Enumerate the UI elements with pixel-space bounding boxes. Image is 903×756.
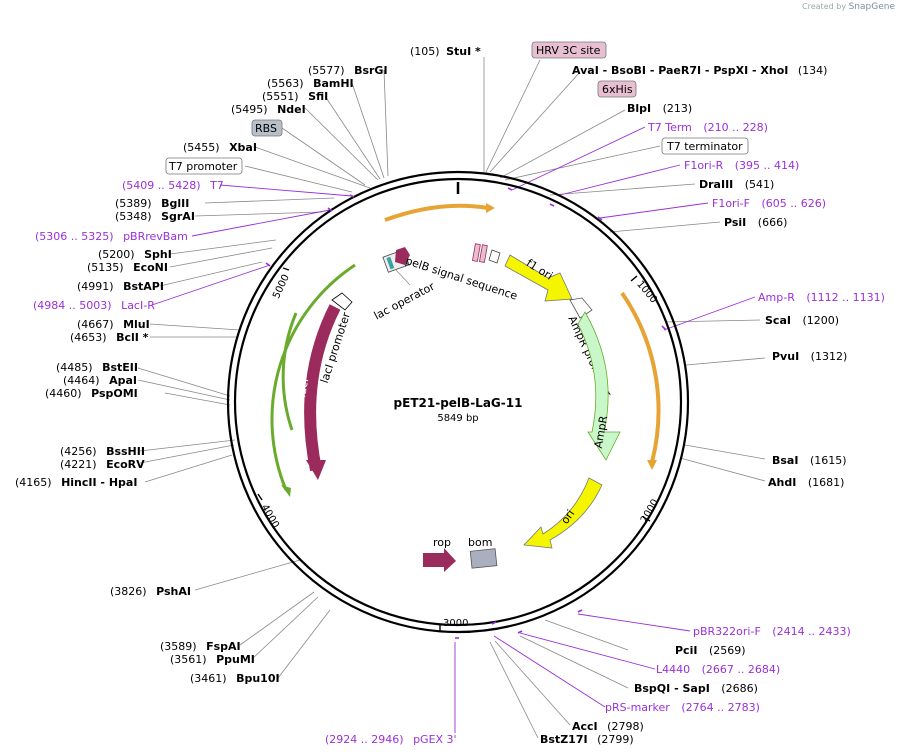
site-labels: (105) StuI * AvaI - BsoBI - PaeR7I - Psp…: [15, 45, 885, 746]
site-draiii: DraIII (541): [699, 178, 774, 191]
site-sphi: (5200) SphI: [98, 248, 172, 261]
site-ppumi: (3561) PpuMI: [170, 653, 255, 666]
site-scai: ScaI (1200): [765, 314, 839, 327]
primer-t7: (5409 .. 5428) T7: [122, 179, 224, 192]
f1-ori-arrow: [504, 254, 573, 302]
plasmid-size: 5849 bp: [437, 413, 478, 424]
callout-lines: [137, 57, 766, 739]
site-bcli: (4653) BclI *: [70, 331, 149, 344]
t7-terminator-label: T7 terminator: [666, 140, 743, 153]
lac-operator-pointer: [395, 269, 411, 286]
primer-pbrrev: (5306 .. 5325) pBRrevBam: [35, 230, 188, 243]
laci-promoter-arrow: [331, 292, 353, 311]
rop-label: rop: [433, 536, 451, 549]
pelb-arrow: [488, 249, 501, 264]
orange-arc-top-head: [486, 203, 495, 213]
site-fspai: (3589) FspAI: [160, 640, 241, 653]
rbs-box: [251, 119, 283, 137]
site-pshai: (3826) PshAI: [110, 585, 191, 598]
ori-arrow: [523, 477, 603, 549]
site-ava: AvaI - BsoBI - PaeR7I - PspXI - XhoI (13…: [572, 64, 827, 77]
site-psii: PsiI (666): [724, 216, 787, 229]
ampr-label: AmpR: [592, 414, 611, 449]
site-bsteii: (4485) BstEII: [56, 361, 138, 374]
site-ecorv: (4221) EcoRV: [60, 458, 145, 471]
site-bstz17i: BstZ17I (2799): [540, 733, 634, 746]
site-acci: AccI (2798): [572, 720, 644, 733]
backbone-inner: [233, 177, 683, 627]
site-bsrgi: (5577) BsrGI: [308, 64, 388, 77]
site-blpi: BlpI (213): [627, 102, 692, 115]
tick-2000: 2000: [639, 498, 661, 526]
rbs-label: RBS: [255, 122, 277, 135]
t7-promoter-box: [165, 157, 243, 175]
laci-head: [306, 460, 326, 480]
hrv-label: HRV 3C site: [536, 44, 601, 57]
green-arc-outer-head: [281, 485, 291, 497]
pelb-mark-2: [479, 244, 488, 263]
primer-pgex: (2924 .. 2946) pGEX 3': [325, 733, 457, 746]
t7-terminator-box: [661, 137, 749, 155]
hrv-box: [531, 41, 607, 59]
site-sgrai: (5348) SgrAI: [115, 210, 195, 223]
orange-arc-right-head: [647, 460, 657, 470]
bom-label: bom: [468, 536, 492, 549]
primer-callouts: [151, 126, 756, 733]
site-bsshii: (4256) BssHII: [60, 445, 145, 458]
primer-pbr322: pBR322ori-F (2414 .. 2433): [693, 625, 851, 638]
ampr-arrow: [577, 311, 621, 461]
rbs-mark: [386, 256, 395, 270]
site-hincii: (4165) HincII - HpaI: [15, 476, 137, 489]
bom-box: [469, 548, 498, 569]
snapgene-branding: Created by SnapGene: [802, 2, 895, 12]
site-xbai: (5455) XbaI: [183, 141, 257, 154]
backbone-outer: [226, 170, 690, 634]
ampr-promoter-arrow: [569, 297, 593, 319]
green-arc-outer: [270, 263, 356, 491]
created-by-text: Created by: [802, 2, 847, 11]
site-pspomi: (4460) PspOMI: [45, 387, 138, 400]
site-ndei: (5495) NdeI: [231, 103, 306, 116]
site-pvui: PvuI (1312): [772, 350, 847, 363]
orange-arc-top: [384, 203, 489, 222]
site-bsai: BsaI (1615): [772, 454, 847, 467]
snapgene-logo-text: SnapGene: [848, 2, 895, 12]
site-ahdi: AhdI (1681): [768, 476, 844, 489]
site-bstapi: (4991) BstAPI: [77, 280, 164, 293]
plasmid-name: pET21-pelB-LaG-11: [394, 396, 523, 410]
site-mlui: (4667) MluI: [77, 318, 150, 331]
site-apai: (4464) ApaI: [63, 374, 137, 387]
site-bpu10i: (3461) Bpu10I: [190, 672, 280, 685]
orange-arc-right: [620, 291, 661, 463]
site-sfii: (5551) SfiI: [262, 90, 328, 103]
primer-prs: pRS-marker (2764 .. 2783): [605, 701, 760, 714]
site-bglii: (5389) BglII: [115, 197, 189, 210]
primer-lacir: (4984 .. 5003) LacI-R: [33, 299, 155, 312]
tick-marks: [257, 267, 651, 632]
primer-f1orir: F1ori-R (395 .. 414): [684, 159, 799, 172]
primer-marks: [265, 187, 667, 639]
primer-l4440: L4440 (2667 .. 2684): [656, 663, 780, 676]
site-bamhi: (5563) BamHI: [267, 77, 354, 90]
laci-label: lacI: [295, 377, 311, 398]
his-box: [597, 80, 637, 98]
green-arc-inner: [281, 312, 298, 431]
tick-4000: 4000: [259, 503, 281, 531]
his-label: 6xHis: [602, 83, 633, 96]
primer-t7term: T7 Term (210 .. 228): [647, 121, 768, 134]
site-stui: (105) StuI *: [410, 45, 481, 58]
primer-f1orif: F1ori-F (605 .. 626): [712, 197, 826, 210]
site-bspqi: BspQI - SapI (2686): [634, 682, 758, 695]
site-pcii: PciI (2569): [675, 644, 746, 657]
primer-ampr: Amp-R (1112 .. 1131): [758, 291, 885, 304]
tick-3000: 3000: [443, 618, 468, 629]
t7-promoter-label: T7 promoter: [168, 160, 238, 173]
laci-arc: [304, 304, 341, 472]
pelb-mark-1: [472, 243, 481, 262]
lac-operator-label: lac operator: [372, 280, 437, 323]
site-econi: (5135) EcoNI: [87, 261, 168, 274]
rop-arrow: [423, 548, 456, 572]
lac-operator-arrow: [395, 247, 410, 265]
